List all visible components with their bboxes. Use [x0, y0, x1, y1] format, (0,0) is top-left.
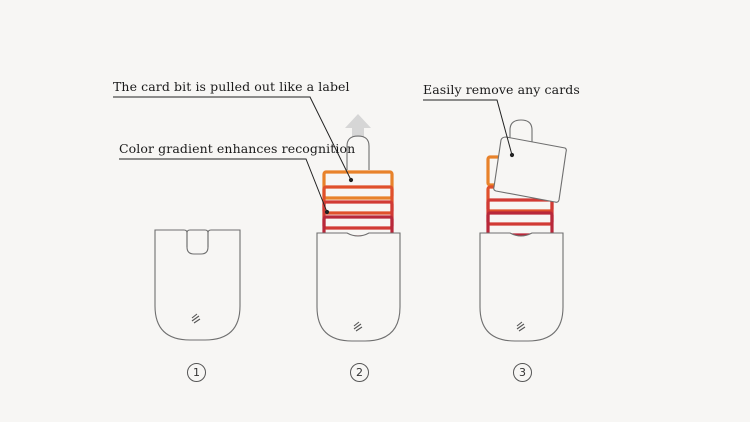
- step-number-3: 3: [513, 363, 532, 382]
- card-orange-red: [322, 185, 394, 215]
- up-arrow-icon: [345, 114, 371, 137]
- brand-logo-icon: [353, 321, 363, 332]
- step-number-2: 2: [350, 363, 369, 382]
- wallet-body: [154, 229, 241, 341]
- card-crimson: [486, 211, 554, 237]
- step-number-1: 1: [187, 363, 206, 382]
- pull-tab: [186, 229, 209, 247]
- leader-remove: [423, 99, 513, 156]
- pull-tab-extended: [509, 119, 533, 168]
- annotation-pull: The card bit is pulled out like a label: [113, 79, 350, 94]
- annotation-gradient: Color gradient enhances recognition: [119, 141, 356, 156]
- wallet-open-2: [316, 232, 401, 342]
- wallet-body: [479, 232, 564, 342]
- wallet-body: [316, 232, 401, 342]
- wallet-closed: [154, 229, 241, 341]
- removed-card: [493, 136, 567, 203]
- card-red: [322, 200, 394, 230]
- wallet-open-3: [479, 232, 564, 342]
- annotation-remove: Easily remove any cards: [423, 82, 580, 97]
- leader-lines: [113, 96, 515, 215]
- card-orange: [322, 170, 394, 200]
- brand-logo-icon: [516, 321, 526, 332]
- card-stack: [322, 170, 394, 239]
- brand-logo-icon: [191, 313, 201, 324]
- leader-gradient: [119, 158, 328, 213]
- pull-tab-extended: [346, 135, 370, 170]
- leader-pull: [113, 96, 352, 181]
